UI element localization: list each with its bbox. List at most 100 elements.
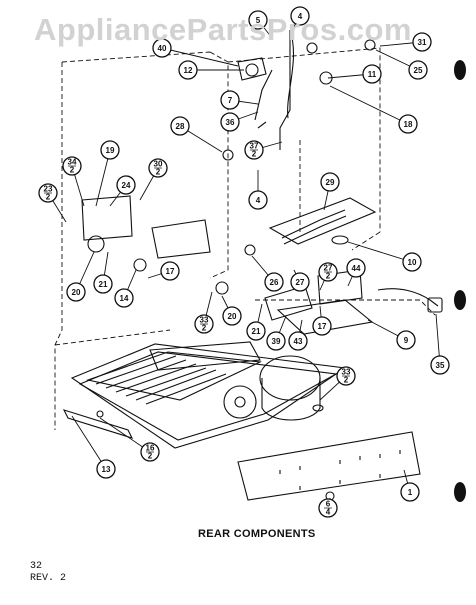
callout-bubble: 39	[266, 331, 286, 351]
callout-circle	[66, 282, 86, 302]
leader-lines	[47, 15, 441, 509]
binding-hole-mark	[454, 482, 466, 502]
callout-number: 40	[158, 44, 167, 53]
capillary-tube	[279, 29, 294, 150]
leader-line	[161, 47, 239, 67]
callout-circle	[362, 64, 382, 84]
cord-clip	[244, 244, 256, 256]
callout-circle	[312, 316, 332, 336]
binding-hole-mark	[454, 290, 466, 310]
callout-bubble: 18	[398, 114, 418, 134]
callout-circle	[346, 258, 366, 278]
callout-bubble: 20	[66, 282, 86, 302]
callout-number: 17	[166, 267, 175, 276]
callout-bubble: 232	[38, 183, 58, 203]
power-cord	[377, 288, 439, 307]
callout-number: 20	[228, 312, 237, 321]
callout-circle	[290, 6, 310, 26]
callout-bubble: 9	[396, 330, 416, 350]
callout-number: 33	[200, 316, 209, 325]
watermark-text: AppliancePartsPros.com	[34, 12, 412, 47]
valve-bracket	[237, 57, 267, 81]
callout-number: 11	[368, 70, 377, 79]
callout-bubble: 44	[346, 258, 366, 278]
callout-bubble: 4	[248, 190, 268, 210]
callout-number: 33	[342, 368, 351, 377]
callout-bubble: 43	[288, 331, 308, 351]
callout-number: 20	[72, 288, 81, 297]
callout-bubble: 21	[246, 321, 266, 341]
leader-line	[71, 415, 107, 470]
callout-circle	[220, 112, 240, 132]
relay-bracket	[264, 285, 313, 321]
binding-hole-mark	[454, 60, 466, 80]
callout-quantity: 2	[46, 193, 51, 202]
evaporator-bracket	[81, 195, 133, 241]
callout-circle	[114, 288, 134, 308]
callout-circle	[248, 190, 268, 210]
callout-circle	[288, 331, 308, 351]
callout-bubble: 25	[408, 60, 428, 80]
drain-grommet	[331, 235, 349, 245]
callout-number: 36	[226, 118, 235, 127]
callout-number: 21	[252, 327, 261, 336]
diagram-caption: REAR COMPONENTS	[198, 528, 316, 540]
callout-number: 23	[44, 185, 53, 194]
suction-line	[254, 69, 273, 129]
callout-bubble: 12	[178, 60, 198, 80]
callout-circle	[430, 355, 450, 375]
compressor	[259, 355, 321, 401]
callout-bubble: 27	[290, 272, 310, 292]
callout-number: 27	[296, 278, 305, 287]
callout-number: 17	[318, 322, 327, 331]
callout-quantity: 2	[202, 324, 207, 333]
callout-circle	[96, 459, 116, 479]
callout-bubble: 302	[148, 158, 168, 178]
callout-number: 29	[326, 178, 335, 187]
callout-circle	[116, 175, 136, 195]
rail-screw	[96, 410, 104, 418]
condenser-fan-hub	[234, 396, 246, 408]
callout-number: 14	[120, 294, 129, 303]
callout-bubble: 5	[248, 10, 268, 30]
callout-bubble: 332	[194, 314, 214, 334]
mounting-grommet	[312, 404, 324, 412]
callout-number: 16	[146, 444, 155, 453]
callout-circle	[402, 252, 422, 272]
leader-line	[329, 85, 409, 125]
base-pan	[70, 343, 347, 449]
callout-bubble: 35	[430, 355, 450, 375]
damper-knob	[306, 42, 318, 54]
revision-label: REV. 2	[30, 573, 67, 584]
callout-bubble: 332	[336, 366, 356, 386]
callout-number: 12	[184, 66, 193, 75]
callout-bubble: 24	[116, 175, 136, 195]
drain-tube	[281, 209, 347, 245]
callout-number: 31	[418, 38, 427, 47]
callout-number: 26	[270, 278, 279, 287]
drain-trough	[268, 197, 377, 245]
callout-number: 30	[154, 160, 163, 169]
callout-bubble: 21	[93, 274, 113, 294]
callout-bubble: 11	[362, 64, 382, 84]
callout-bubble: 26	[264, 272, 284, 292]
callout-circle	[93, 274, 113, 294]
callout-circle	[264, 272, 284, 292]
defrost-thermostat	[133, 258, 147, 272]
callout-quantity: 2	[326, 272, 331, 281]
callout-number: 18	[404, 120, 413, 129]
callout-circle	[222, 306, 242, 326]
valve-solenoid	[245, 63, 259, 77]
callout-number: 25	[414, 66, 423, 75]
callout-bubble: 29	[320, 172, 340, 192]
rear-access-panel	[237, 431, 421, 501]
callout-number: 19	[106, 146, 115, 155]
callout-quantity: 2	[148, 452, 153, 461]
callout-bubble: 64	[318, 498, 338, 518]
callout-bubble: 272	[318, 262, 338, 282]
callout-number: 7	[228, 96, 233, 105]
callout-number: 10	[408, 258, 417, 267]
callout-bubble: 10	[402, 252, 422, 272]
